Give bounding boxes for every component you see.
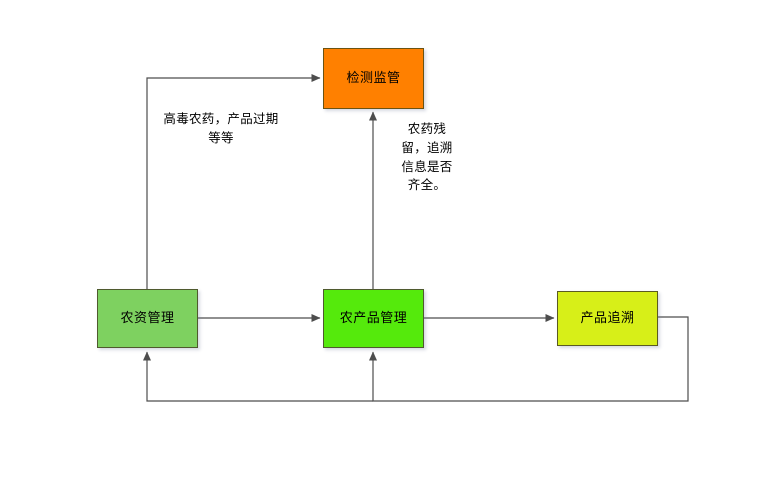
node-product-traceability-label: 产品追溯 <box>580 310 635 326</box>
node-agricultural-products-management-label: 农产品管理 <box>339 310 408 326</box>
node-agricultural-products-management[interactable]: 农产品管理 <box>323 289 424 348</box>
node-agricultural-inputs-management-label: 农资管理 <box>120 310 175 326</box>
edge-label-high-toxicity-pesticide: 高毒农药，产品过期等等 <box>163 111 279 145</box>
node-product-traceability[interactable]: 产品追溯 <box>557 291 658 346</box>
edge-label-pesticide-residue: 农药残留，追溯信息是否齐全。 <box>401 121 453 193</box>
node-inspection-supervision[interactable]: 检测监管 <box>323 48 424 109</box>
edge-inputs-to-inspection <box>146 74 321 289</box>
edge-trace-feedback-to-products <box>369 316 689 402</box>
edge-trace-feedback-to-inputs <box>143 351 373 402</box>
node-agricultural-inputs-management[interactable]: 农资管理 <box>97 289 198 348</box>
node-inspection-supervision-label: 检测监管 <box>346 70 401 86</box>
